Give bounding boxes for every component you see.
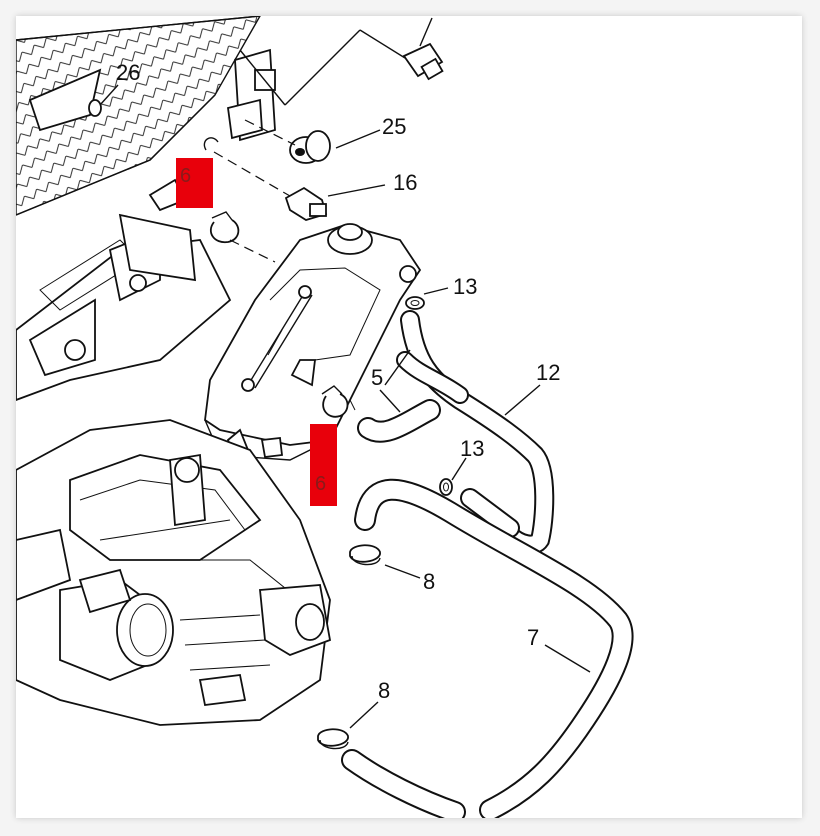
leader-lines xyxy=(99,84,591,729)
callout-7: 7 xyxy=(527,625,539,650)
engine-block xyxy=(16,419,332,726)
highlight-label-6-lower: 6 xyxy=(315,473,326,495)
callout-25: 25 xyxy=(382,114,406,139)
callout-8-lower: 8 xyxy=(378,678,390,703)
radiator-assembly xyxy=(16,16,276,401)
highlight-label-6-upper: 6 xyxy=(180,165,191,187)
callout-16: 16 xyxy=(393,170,417,195)
highlight-marker-6-upper xyxy=(176,158,213,208)
callout-26: 26 xyxy=(116,60,140,85)
hardware-parts xyxy=(88,17,453,750)
coolant-hoses xyxy=(341,310,634,818)
callout-13-lower: 13 xyxy=(460,436,484,461)
highlight-marker-6-lower xyxy=(310,424,337,506)
callout-12: 12 xyxy=(536,360,560,385)
callout-5: 5 xyxy=(371,365,383,390)
callout-13-upper: 13 xyxy=(453,274,477,299)
callout-8-upper: 8 xyxy=(423,569,435,594)
